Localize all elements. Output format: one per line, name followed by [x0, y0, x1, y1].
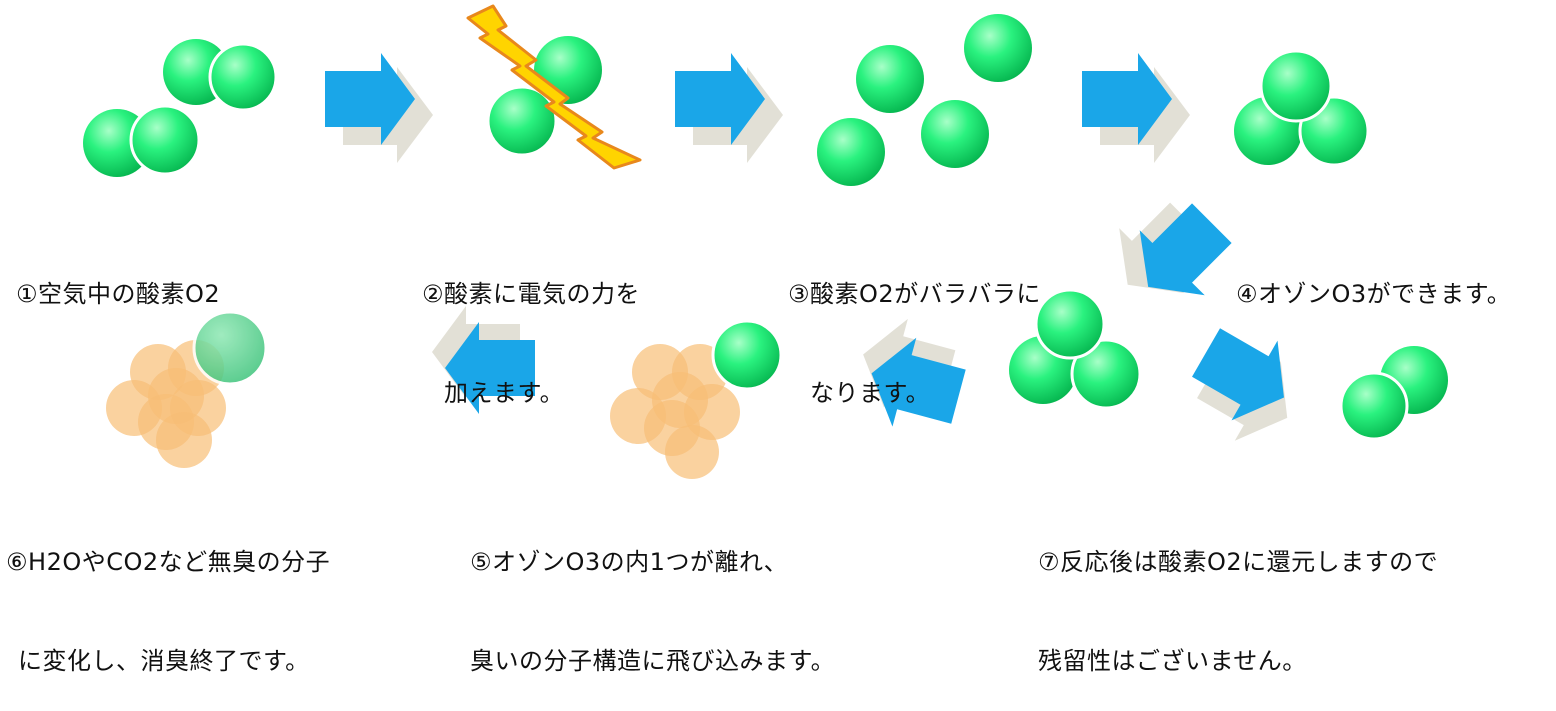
process-arrow-icon [863, 318, 966, 427]
process-arrow-icon [325, 53, 433, 163]
caption-line: 加えます。 [444, 379, 565, 407]
odor-molecule-icon [156, 412, 212, 468]
oxygen-atom-icon [1259, 49, 1333, 123]
oxygen-molecule [163, 39, 278, 112]
process-arrow-icon [1192, 328, 1288, 441]
caption-line: ①空気中の酸素O2 [16, 280, 221, 308]
lightning-bolt-icon [466, 4, 642, 170]
ozone-deodorization-diagram [83, 4, 1448, 479]
caption-line: ②酸素に電気の力を [422, 280, 641, 308]
process-arrow-icon [432, 306, 535, 414]
oxygen-atom-icon [1339, 371, 1409, 441]
caption-line: 臭いの分子構造に飛び込みます。 [470, 647, 836, 675]
caption-line: ⑤オゾンO3の内1つが離れ、 [470, 548, 789, 576]
step-6-caption: ⑥H2OやCO2など無臭の分子 に変化し、消臭終了です。 [6, 480, 330, 711]
oxygen-atom-icon [129, 104, 201, 176]
step-3-caption: ③酸素O2がバラバラに なります。 [788, 212, 1041, 443]
step2-molecules [466, 4, 642, 170]
step1-molecules [83, 39, 278, 177]
process-arrow-icon [675, 53, 783, 163]
step7-ozone [1009, 288, 1142, 410]
oxygen-atom-icon [486, 85, 558, 157]
step3-atoms [817, 14, 1032, 186]
oxygen-atom-icon [856, 45, 924, 113]
step-7-caption: ⑦反応後は酸素O2に還元しますので 残留性はございません。 [1038, 480, 1438, 711]
oxygen-molecule [83, 104, 201, 177]
step-2-caption: ②酸素に電気の力を 加えます。 [422, 212, 640, 443]
oxygen-atom-icon [921, 100, 989, 168]
odor-molecule-icon [665, 425, 719, 479]
oxygen-atom-icon [1034, 288, 1106, 360]
process-arrow-icon [1082, 53, 1190, 163]
step-4-caption: ④オゾンO3ができます。 [1236, 212, 1511, 344]
caption-line: ③酸素O2がバラバラに [788, 280, 1041, 308]
caption-line: ④オゾンO3ができます。 [1236, 280, 1512, 308]
oxygen-atom-icon [711, 319, 783, 391]
step-5-caption: ⑤オゾンO3の内1つが離れ、 臭いの分子構造に飛び込みます。 [470, 480, 835, 711]
caption-line: なります。 [810, 379, 931, 407]
caption-line: 残留性はございません。 [1038, 647, 1307, 675]
caption-line: ⑦反応後は酸素O2に還元しますので [1038, 548, 1439, 576]
oxygen-atom-icon [817, 118, 885, 186]
step7-oxygen-molecule [1339, 346, 1448, 441]
step-1-caption: ①空気中の酸素O2 [16, 212, 220, 344]
oxygen-atom-icon [192, 310, 268, 386]
caption-line: ⑥H2OやCO2など無臭の分子 [6, 548, 331, 576]
oxygen-atom-icon [208, 42, 278, 112]
step4-ozone [1234, 49, 1370, 167]
caption-line: に変化し、消臭終了です。 [18, 647, 310, 675]
oxygen-atom-icon [1070, 338, 1142, 410]
oxygen-atom-icon [964, 14, 1032, 82]
process-arrow-icon [1119, 202, 1232, 296]
